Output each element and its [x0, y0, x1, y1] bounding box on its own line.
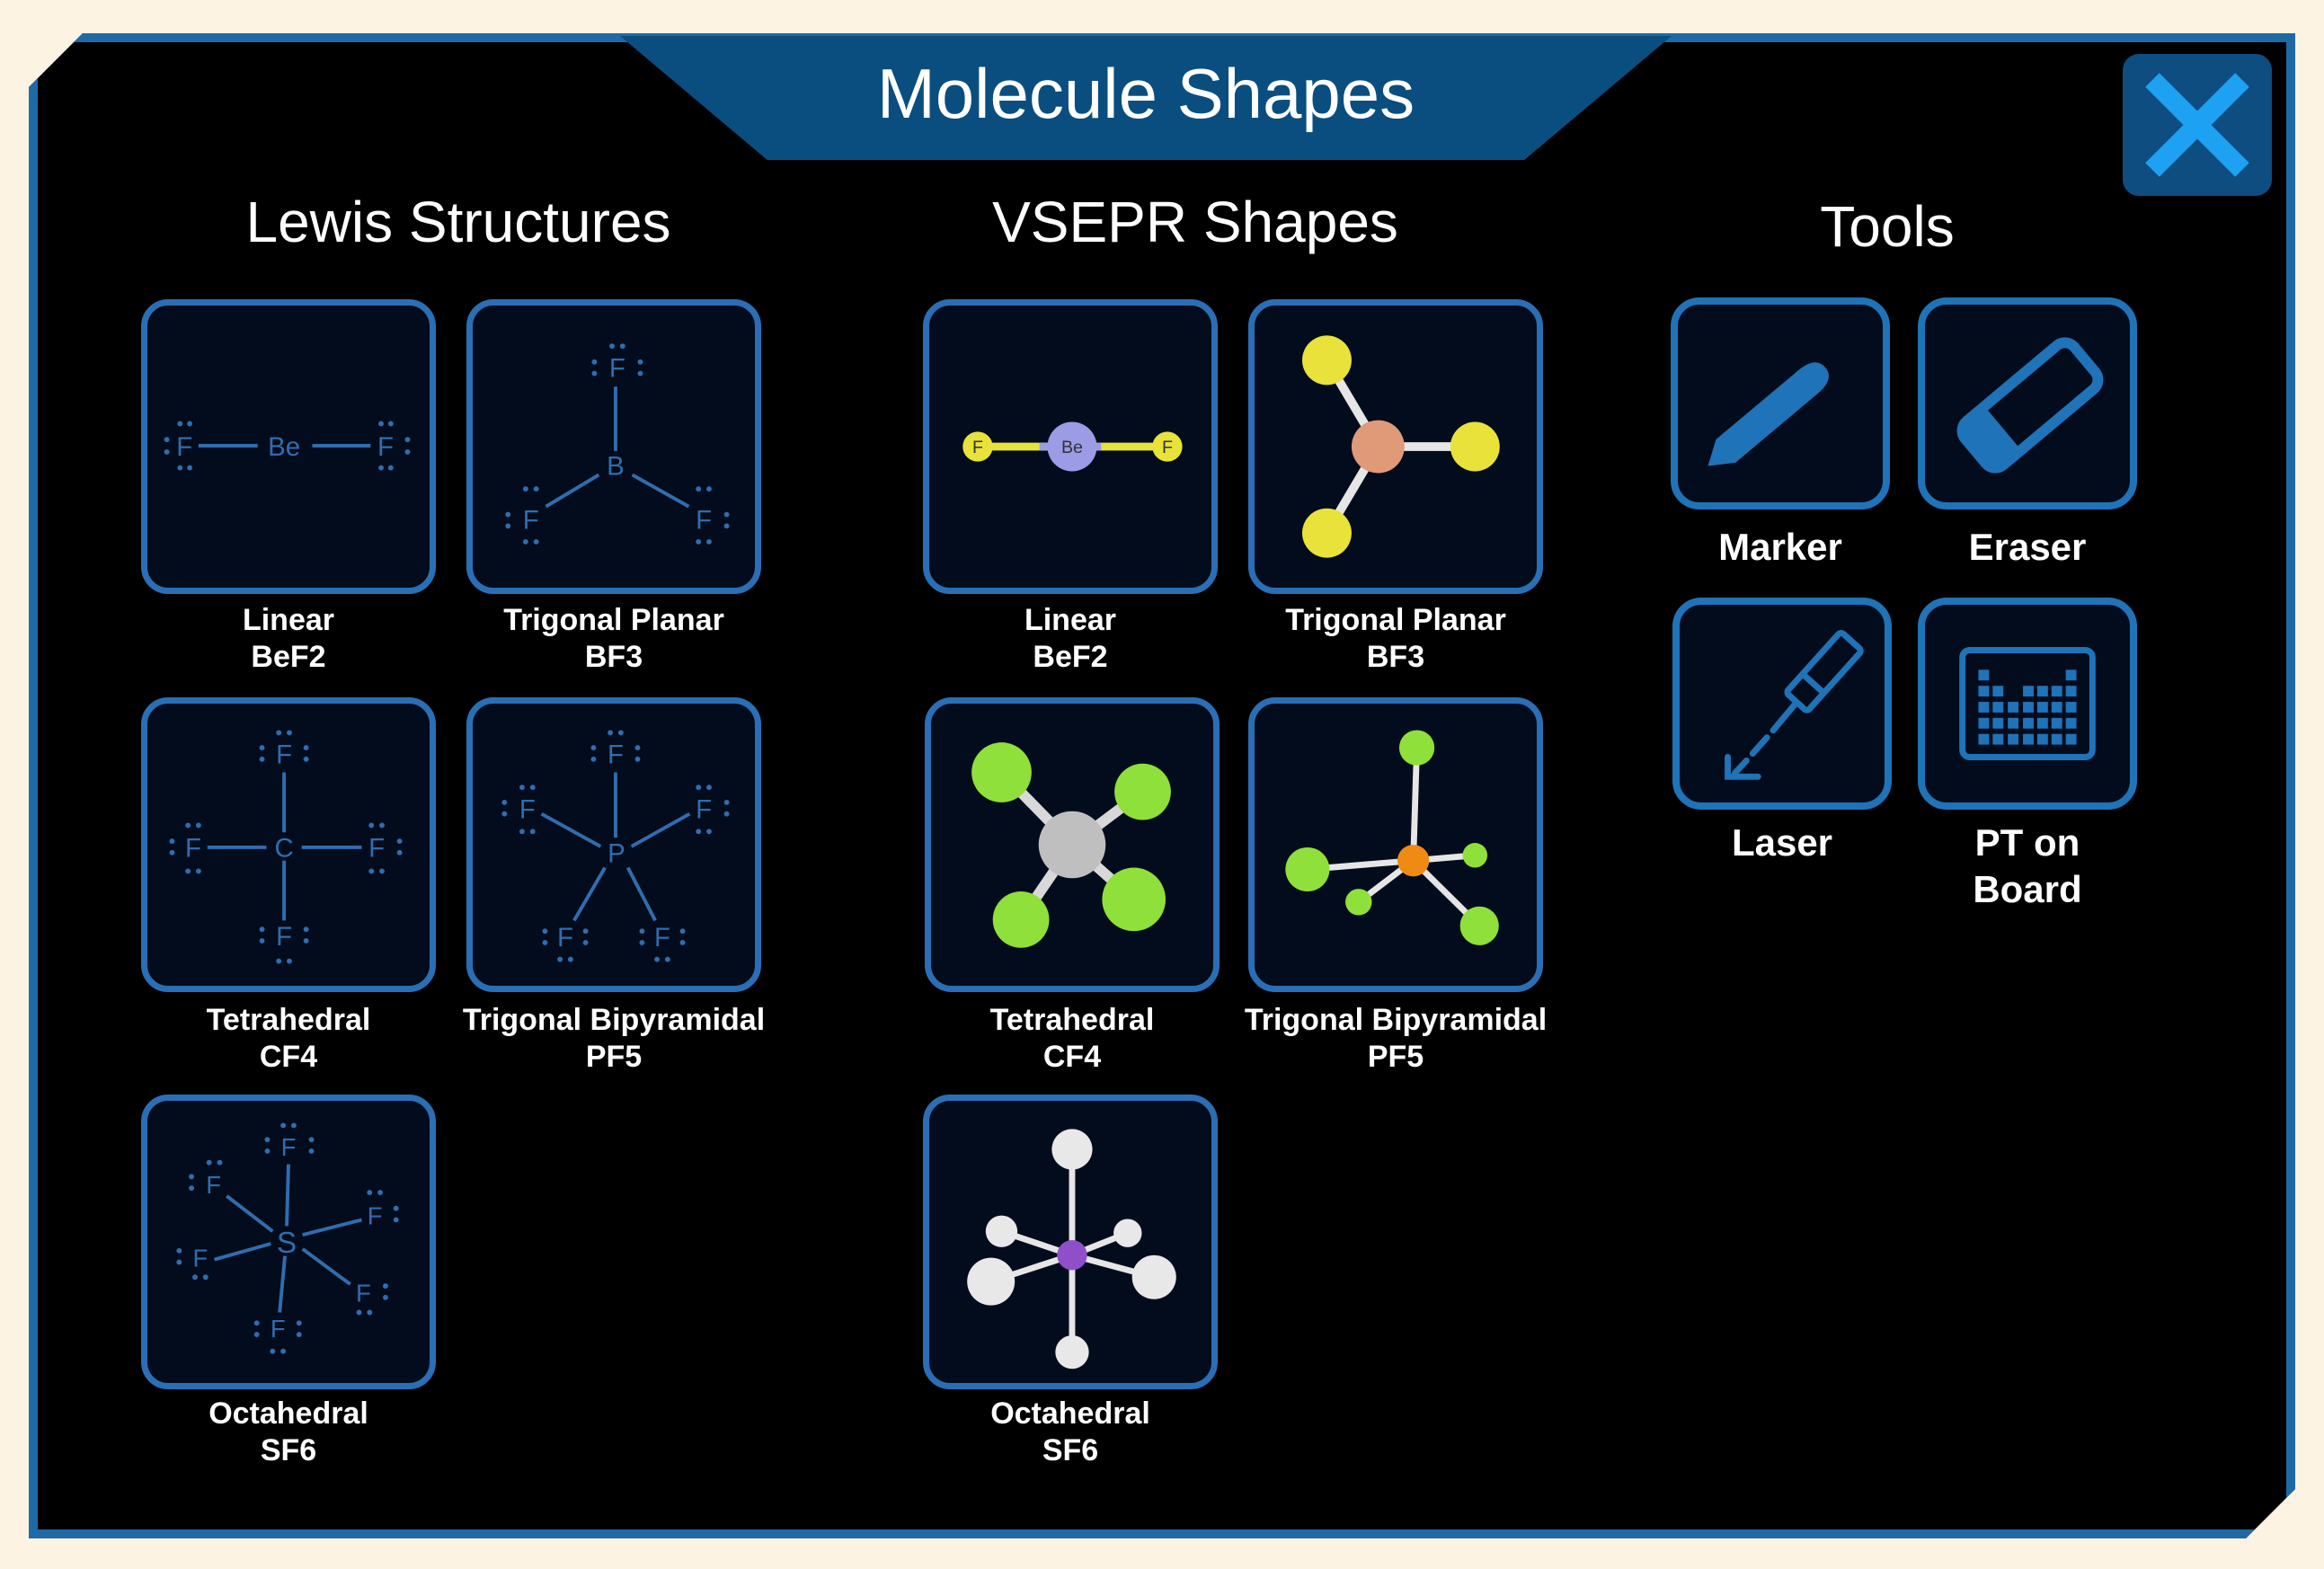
svg-text:F: F	[523, 505, 539, 535]
svg-text:F: F	[276, 740, 292, 770]
svg-text:F: F	[696, 795, 712, 825]
svg-text:F: F	[696, 505, 712, 535]
svg-text:F: F	[176, 432, 192, 462]
svg-text:F: F	[1162, 438, 1173, 457]
title-tab: Molecule Shapes	[620, 36, 1672, 160]
vsepr-shapes-heading: VSEPR Shapes	[992, 190, 1398, 254]
atom-b: B	[607, 451, 625, 481]
pencil-icon	[1708, 362, 1829, 466]
vsepr-tetrahedral-cf4-tile[interactable]	[925, 697, 1220, 992]
vsepr-octahedral-sf6-tile[interactable]	[923, 1095, 1218, 1389]
vsepr-bf3-model	[1301, 335, 1500, 558]
svg-text:F: F	[281, 1133, 297, 1161]
svg-text:Be: Be	[1061, 438, 1083, 457]
lewis-linear-bef2-tile[interactable]: Be F F	[141, 299, 436, 594]
svg-text:F: F	[368, 1201, 383, 1229]
vsepr-sf6-model	[967, 1129, 1176, 1370]
lewis-sf6-diagram: F S F F F F F	[176, 1122, 399, 1354]
svg-text:F: F	[654, 923, 670, 953]
lewis-bef2-diagram: Be F F	[164, 421, 411, 471]
svg-text:F: F	[185, 834, 201, 864]
vsepr-pf5-model	[1285, 730, 1499, 945]
close-button[interactable]	[2123, 54, 2272, 196]
eraser-icon	[1956, 337, 2104, 474]
svg-text:F: F	[356, 1280, 371, 1308]
laser-tool-button[interactable]	[1672, 598, 1892, 810]
laser-pointer-icon	[1725, 629, 1864, 780]
svg-text:F: F	[972, 438, 983, 457]
svg-text:F: F	[368, 834, 385, 864]
svg-text:F: F	[276, 922, 292, 952]
eraser-tool-button[interactable]	[1918, 297, 2137, 510]
atom-s: S	[277, 1227, 297, 1260]
svg-text:F: F	[557, 923, 573, 953]
lewis-tetrahedral-cf4-tile[interactable]: F C F F F	[141, 697, 436, 992]
lewis-trigonal-planar-bf3-tile[interactable]: F B F F	[466, 299, 761, 594]
periodic-table-icon	[1959, 647, 2096, 760]
vsepr-bef2-model: F F Be	[962, 421, 1183, 472]
close-icon	[2145, 73, 2249, 177]
svg-text:F: F	[192, 1244, 208, 1272]
svg-text:F: F	[206, 1171, 221, 1199]
svg-text:F: F	[519, 795, 536, 825]
lewis-structures-heading: Lewis Structures	[245, 190, 671, 254]
tools-heading: Tools	[1820, 194, 1955, 259]
laser-label: Laser	[1731, 821, 1833, 864]
atom-c: C	[274, 834, 293, 864]
svg-text:F: F	[271, 1315, 286, 1343]
lewis-octahedral-sf6-tile[interactable]: F S F F F F F	[141, 1095, 436, 1389]
marker-tool-button[interactable]	[1671, 297, 1890, 510]
pt-on-board-tool-button[interactable]	[1918, 598, 2137, 810]
svg-text:F: F	[608, 740, 624, 770]
svg-text:F: F	[377, 432, 394, 462]
atom-p: P	[608, 839, 625, 869]
lewis-cf4-diagram: F C F F F	[169, 730, 403, 964]
vsepr-cf4-model	[971, 742, 1171, 948]
vsepr-trigonal-bipyramidal-pf5-tile[interactable]	[1248, 697, 1543, 992]
atom-be: Be	[268, 432, 300, 462]
lewis-pf5-diagram: F P F F F F	[501, 730, 730, 962]
vsepr-linear-bef2-tile[interactable]: F F Be	[923, 299, 1218, 594]
svg-text:F: F	[609, 353, 625, 383]
lewis-bf3-diagram: F B F F	[505, 343, 730, 545]
marker-label: Marker	[1718, 526, 1842, 568]
eraser-label: Eraser	[1968, 526, 2087, 568]
page-title: Molecule Shapes	[876, 53, 1415, 133]
lewis-trigonal-bipyramidal-pf5-tile[interactable]: F P F F F F	[466, 697, 761, 992]
vsepr-trigonal-planar-bf3-tile[interactable]	[1248, 299, 1543, 594]
